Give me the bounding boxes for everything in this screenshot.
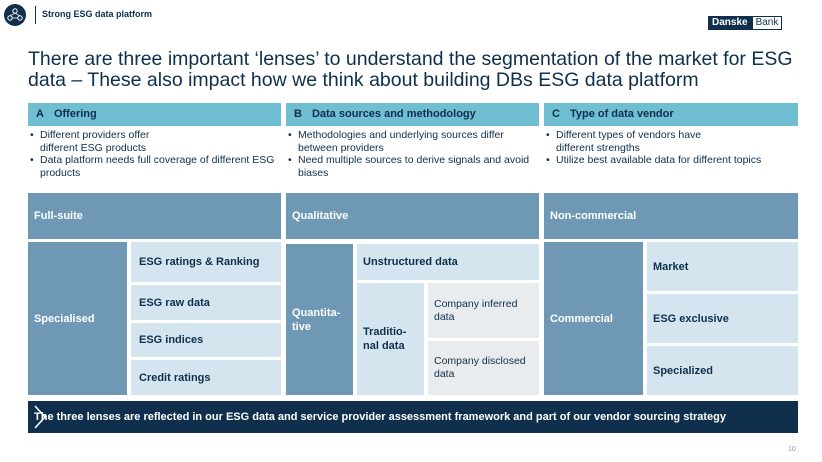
band-qualitative: Qualitative bbox=[286, 193, 539, 239]
bullet-item: Utilize best available data for differen… bbox=[544, 154, 802, 167]
column-letter: B bbox=[294, 108, 302, 120]
vendor-item: Specialized bbox=[647, 346, 798, 395]
bullet-list-offering: Different providers offer different ESG … bbox=[28, 129, 286, 179]
vendor-item: Market bbox=[647, 242, 798, 291]
quantitative-box: Quantita-tive bbox=[286, 244, 353, 395]
offering-item: ESG indices bbox=[131, 323, 281, 357]
offering-item: ESG ratings & Ranking bbox=[131, 242, 281, 282]
specialised-box: Specialised bbox=[28, 242, 127, 395]
bullet-item: Different providers offer different ESG … bbox=[28, 129, 286, 154]
brand-part-1: Danske bbox=[708, 16, 752, 30]
column-title: Type of data vendor bbox=[569, 108, 674, 120]
bullet-list-vendor: Different types of vendors have differen… bbox=[544, 129, 802, 167]
bullet-item: Data platform needs full coverage of dif… bbox=[28, 154, 286, 179]
band-full-suite: Full-suite bbox=[28, 193, 281, 239]
commercial-box: Commercial bbox=[544, 242, 643, 395]
section-label: Strong ESG data platform bbox=[42, 9, 153, 19]
company-disclosed-box: Company disclosed data bbox=[428, 341, 539, 395]
offering-item: Credit ratings bbox=[131, 360, 281, 395]
vendor-item: ESG exclusive bbox=[647, 294, 798, 343]
header-divider bbox=[35, 6, 36, 24]
chevron-right-icon bbox=[34, 405, 47, 429]
column-header-methodology: B Data sources and methodology bbox=[286, 103, 539, 126]
column-header-offering: A Offering bbox=[28, 103, 281, 126]
company-inferred-box: Company inferred data bbox=[428, 283, 539, 338]
slide-title: There are three important ‘lenses’ to un… bbox=[28, 48, 793, 91]
offering-item: ESG raw data bbox=[131, 285, 281, 320]
band-non-commercial: Non-commercial bbox=[544, 193, 798, 239]
column-letter: C bbox=[552, 108, 560, 120]
bullet-item: Need multiple sources to derive signals … bbox=[286, 154, 544, 179]
page-number: 10 bbox=[788, 446, 796, 453]
bullet-list-methodology: Methodologies and underlying sources dif… bbox=[286, 129, 544, 179]
column-header-vendor: C Type of data vendor bbox=[544, 103, 798, 126]
unstructured-data-box: Unstructured data bbox=[357, 244, 539, 280]
danske-bank-logo: Danske Bank bbox=[708, 16, 783, 30]
brand-part-2: Bank bbox=[751, 16, 783, 30]
footer-banner: The three lenses are reflected in our ES… bbox=[28, 401, 798, 433]
column-letter: A bbox=[36, 108, 44, 120]
logo-icon bbox=[4, 4, 26, 26]
traditional-data-box: Traditio-nal data bbox=[357, 283, 424, 395]
column-title: Offering bbox=[53, 108, 97, 120]
bullet-item: Methodologies and underlying sources dif… bbox=[286, 129, 544, 154]
column-title: Data sources and methodology bbox=[311, 108, 476, 120]
bullet-item: Different types of vendors have differen… bbox=[544, 129, 802, 154]
